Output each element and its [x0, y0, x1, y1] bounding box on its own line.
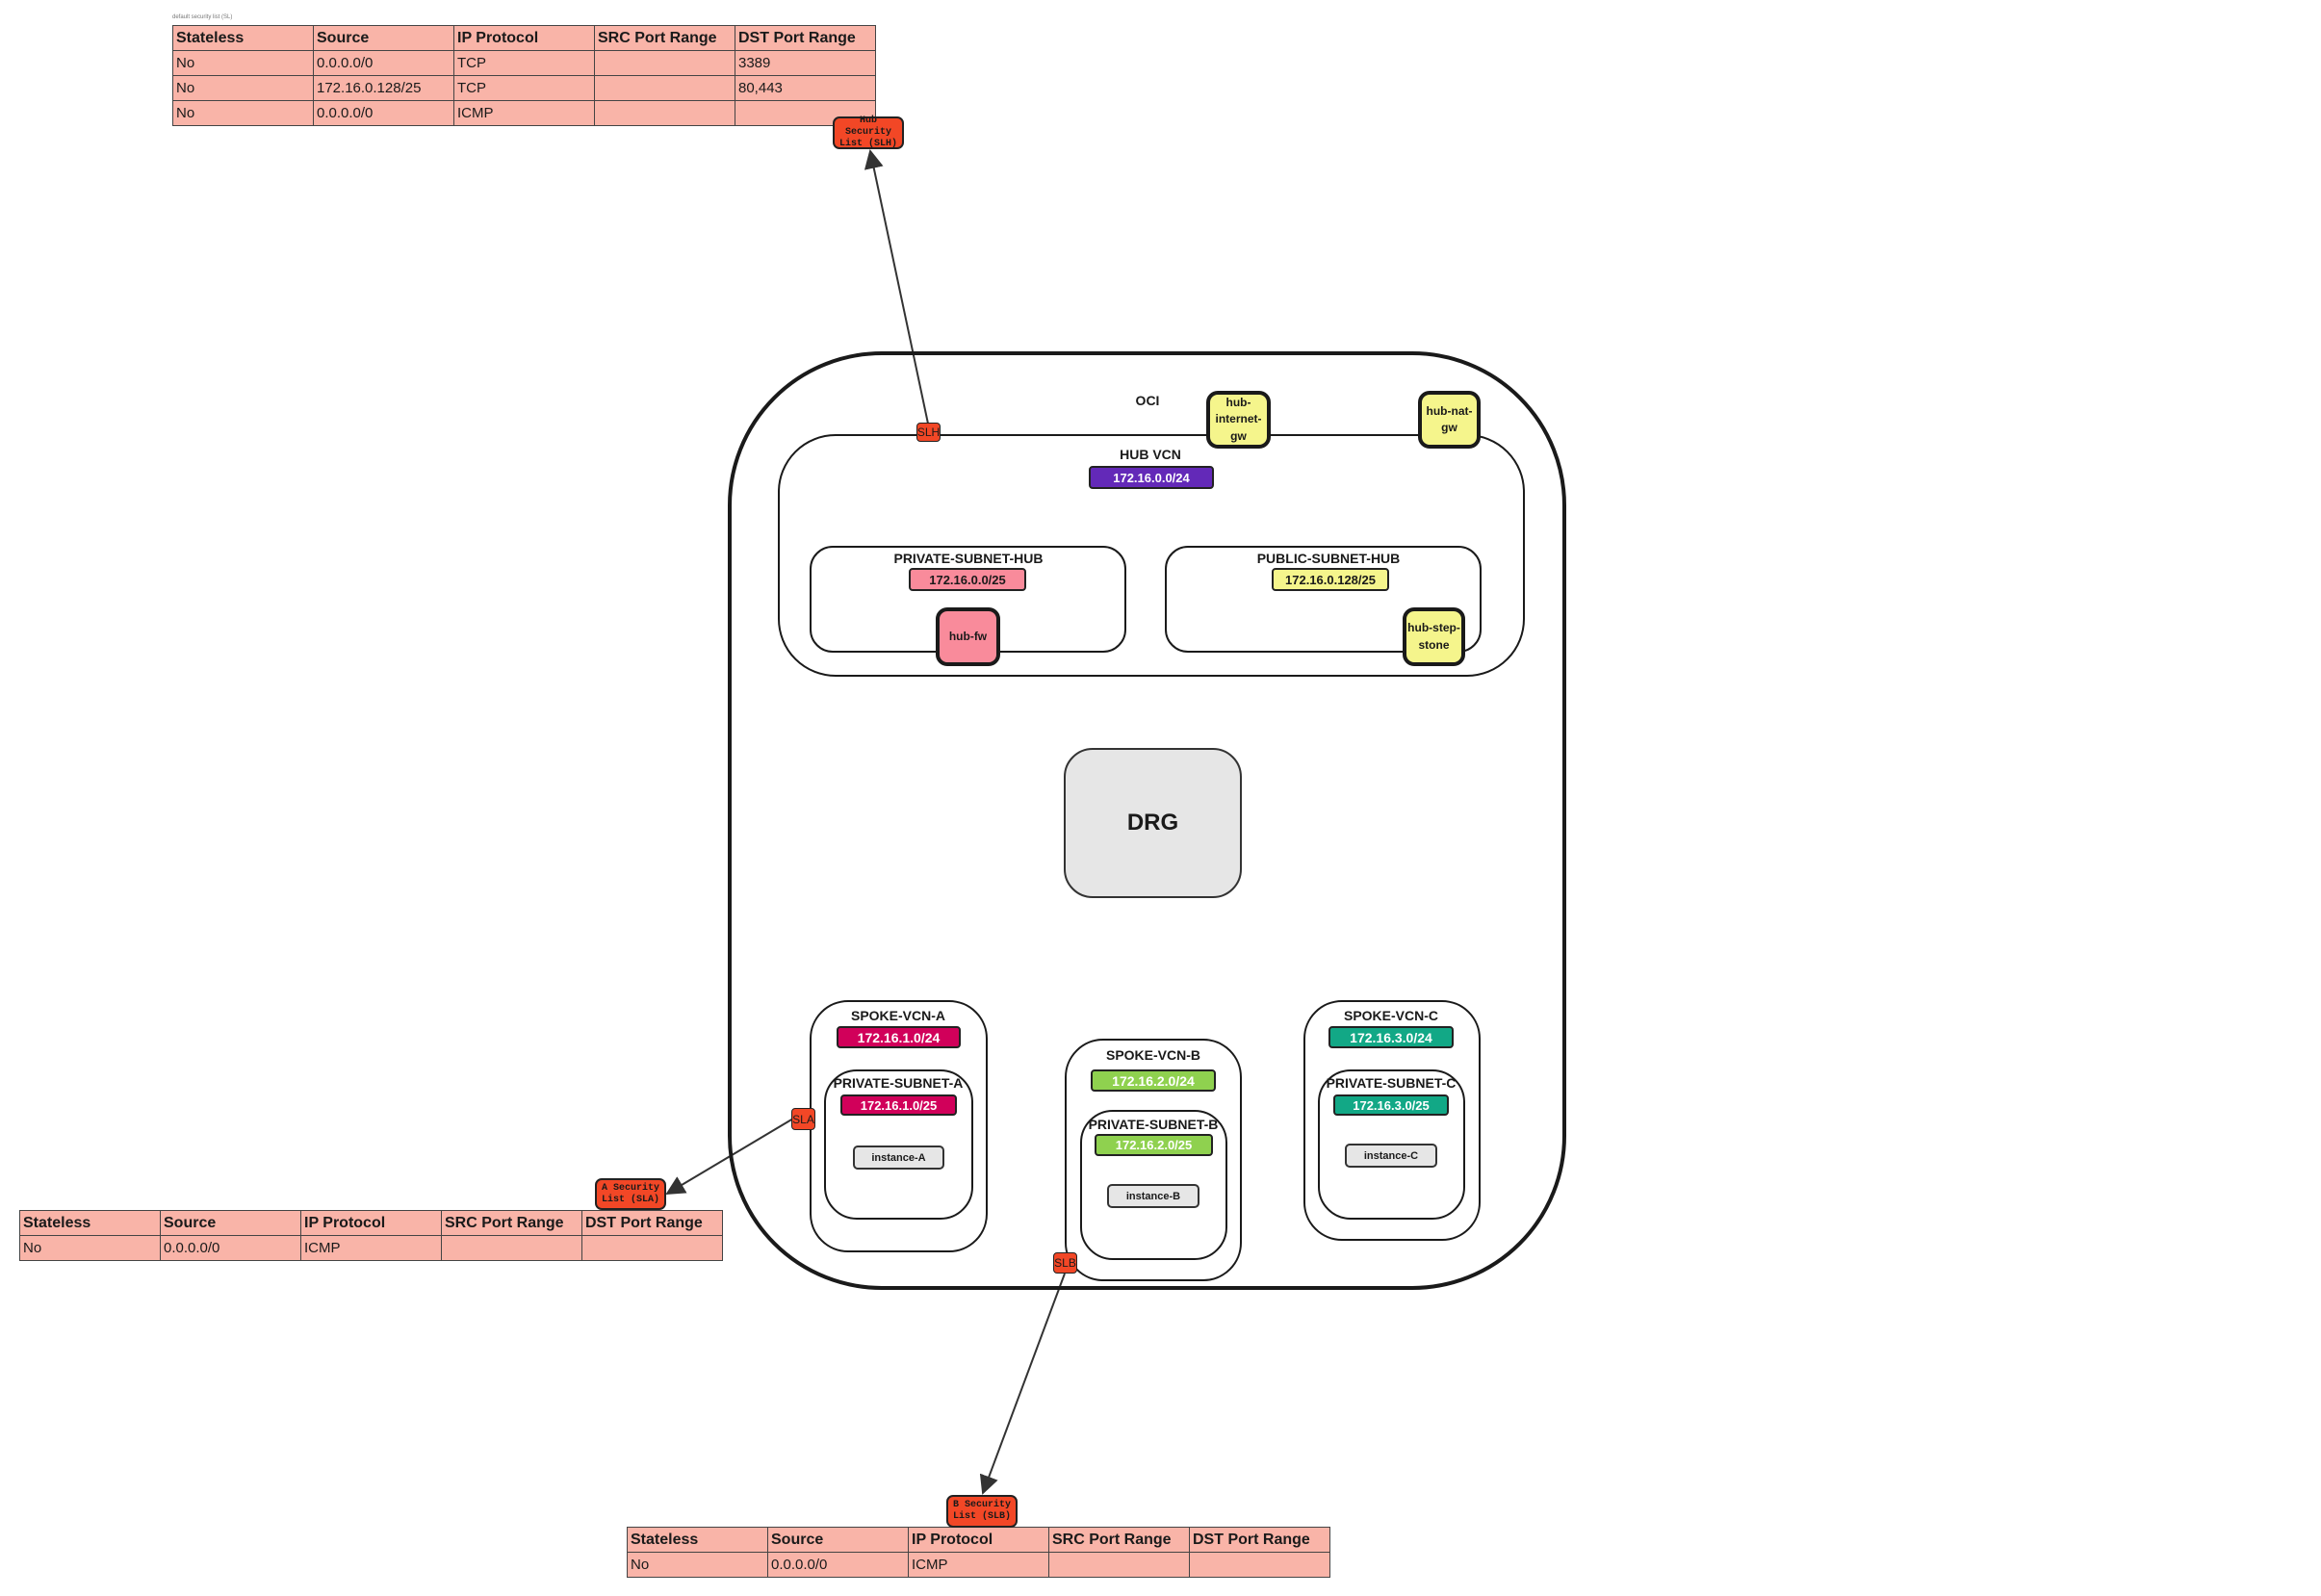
table-cell: No: [172, 75, 314, 101]
column-header: DST Port Range: [1189, 1527, 1330, 1553]
hub-internet-gw[interactable]: hub-internet-gw: [1206, 391, 1271, 449]
table-cell: [1189, 1552, 1330, 1578]
private-subnet-a-label: PRIVATE-SUBNET-A: [833, 1075, 964, 1091]
instance-a[interactable]: instance-A: [853, 1146, 944, 1170]
table-cell: 0.0.0.0/0: [160, 1235, 301, 1261]
sla-tag[interactable]: SLA: [791, 1108, 815, 1130]
table-cell: No: [627, 1552, 768, 1578]
table-cell: 3389: [735, 50, 876, 76]
private-subnet-a: [824, 1069, 973, 1220]
private-subnet-c-cidr: 172.16.3.0/25: [1333, 1094, 1449, 1116]
table-cell: TCP: [453, 50, 595, 76]
column-header: DST Port Range: [581, 1210, 723, 1236]
private-subnet-c: [1318, 1069, 1465, 1220]
spoke-vcn-b: [1065, 1039, 1242, 1281]
public-subnet-hub: [1165, 546, 1482, 653]
spoke-vcn-a-cidr: 172.16.1.0/24: [837, 1026, 961, 1048]
table-cell: ICMP: [908, 1552, 1049, 1578]
table-cell: 0.0.0.0/0: [767, 1552, 909, 1578]
column-header: Stateless: [19, 1210, 161, 1236]
slb-tag[interactable]: SLB: [1053, 1252, 1077, 1274]
table-cell: ICMP: [300, 1235, 442, 1261]
spoke-vcn-b-label: SPOKE-VCN-B: [1105, 1047, 1201, 1063]
table-cell: [1048, 1552, 1190, 1578]
private-subnet-hub-cidr: 172.16.0.0/25: [909, 568, 1026, 591]
column-header: Stateless: [172, 25, 314, 51]
hub-vcn-cidr-badge: 172.16.0.0/24: [1089, 466, 1214, 489]
column-header: IP Protocol: [453, 25, 595, 51]
spoke-vcn-a-label: SPOKE-VCN-A: [850, 1008, 946, 1023]
hub-fw[interactable]: hub-fw: [936, 607, 1000, 666]
table-cell: [594, 100, 735, 126]
table-cell: No: [172, 50, 314, 76]
hub-step-stone[interactable]: hub-step-stone: [1403, 607, 1465, 666]
spoke-vcn-c: [1303, 1000, 1481, 1241]
default-security-list-caption: default security list (SL): [172, 14, 233, 20]
table-cell: [735, 100, 876, 126]
a-security-list-label[interactable]: A Security List (SLA): [595, 1178, 666, 1210]
instance-c[interactable]: instance-C: [1345, 1144, 1437, 1168]
column-header: SRC Port Range: [594, 25, 735, 51]
private-subnet-hub-label: PRIVATE-SUBNET-HUB: [893, 551, 1044, 566]
hub-vcn: [778, 434, 1525, 677]
public-subnet-hub-label: PUBLIC-SUBNET-HUB: [1256, 551, 1401, 566]
private-subnet-c-label: PRIVATE-SUBNET-C: [1326, 1075, 1457, 1091]
b-security-list-label[interactable]: B Security List (SLB): [946, 1495, 1018, 1528]
private-subnet-b-label: PRIVATE-SUBNET-B: [1088, 1117, 1219, 1132]
arrow-slh: [864, 149, 929, 425]
table-cell: 80,443: [735, 75, 876, 101]
hub-vcn-label: HUB VCN: [1120, 447, 1181, 462]
table-cell: ICMP: [453, 100, 595, 126]
hub-nat-gw[interactable]: hub-nat-gw: [1418, 391, 1481, 449]
drg[interactable]: DRG: [1064, 748, 1242, 898]
slh-tag[interactable]: SLH: [916, 423, 941, 442]
table-cell: [441, 1235, 582, 1261]
table-cell: 0.0.0.0/0: [313, 50, 454, 76]
private-subnet-b-cidr: 172.16.2.0/25: [1095, 1134, 1213, 1156]
spoke-vcn-b-cidr: 172.16.2.0/24: [1091, 1069, 1216, 1092]
hub-security-list-label[interactable]: Hub Security List (SLH): [833, 116, 904, 149]
column-header: DST Port Range: [735, 25, 876, 51]
table-cell: 172.16.0.128/25: [313, 75, 454, 101]
oci-label: OCI: [1135, 393, 1160, 408]
spoke-vcn-c-cidr: 172.16.3.0/24: [1328, 1026, 1454, 1048]
table-cell: [594, 75, 735, 101]
table-cell: No: [172, 100, 314, 126]
private-subnet-b: [1080, 1110, 1227, 1260]
table-cell: 0.0.0.0/0: [313, 100, 454, 126]
spoke-vcn-c-label: SPOKE-VCN-C: [1343, 1008, 1439, 1023]
public-subnet-hub-cidr: 172.16.0.128/25: [1272, 568, 1389, 591]
private-subnet-a-cidr: 172.16.1.0/25: [840, 1094, 957, 1116]
instance-b[interactable]: instance-B: [1107, 1184, 1199, 1208]
table-cell: No: [19, 1235, 161, 1261]
oci-region: [728, 351, 1566, 1290]
arrow-slb: [979, 1273, 1066, 1495]
table-cell: [581, 1235, 723, 1261]
